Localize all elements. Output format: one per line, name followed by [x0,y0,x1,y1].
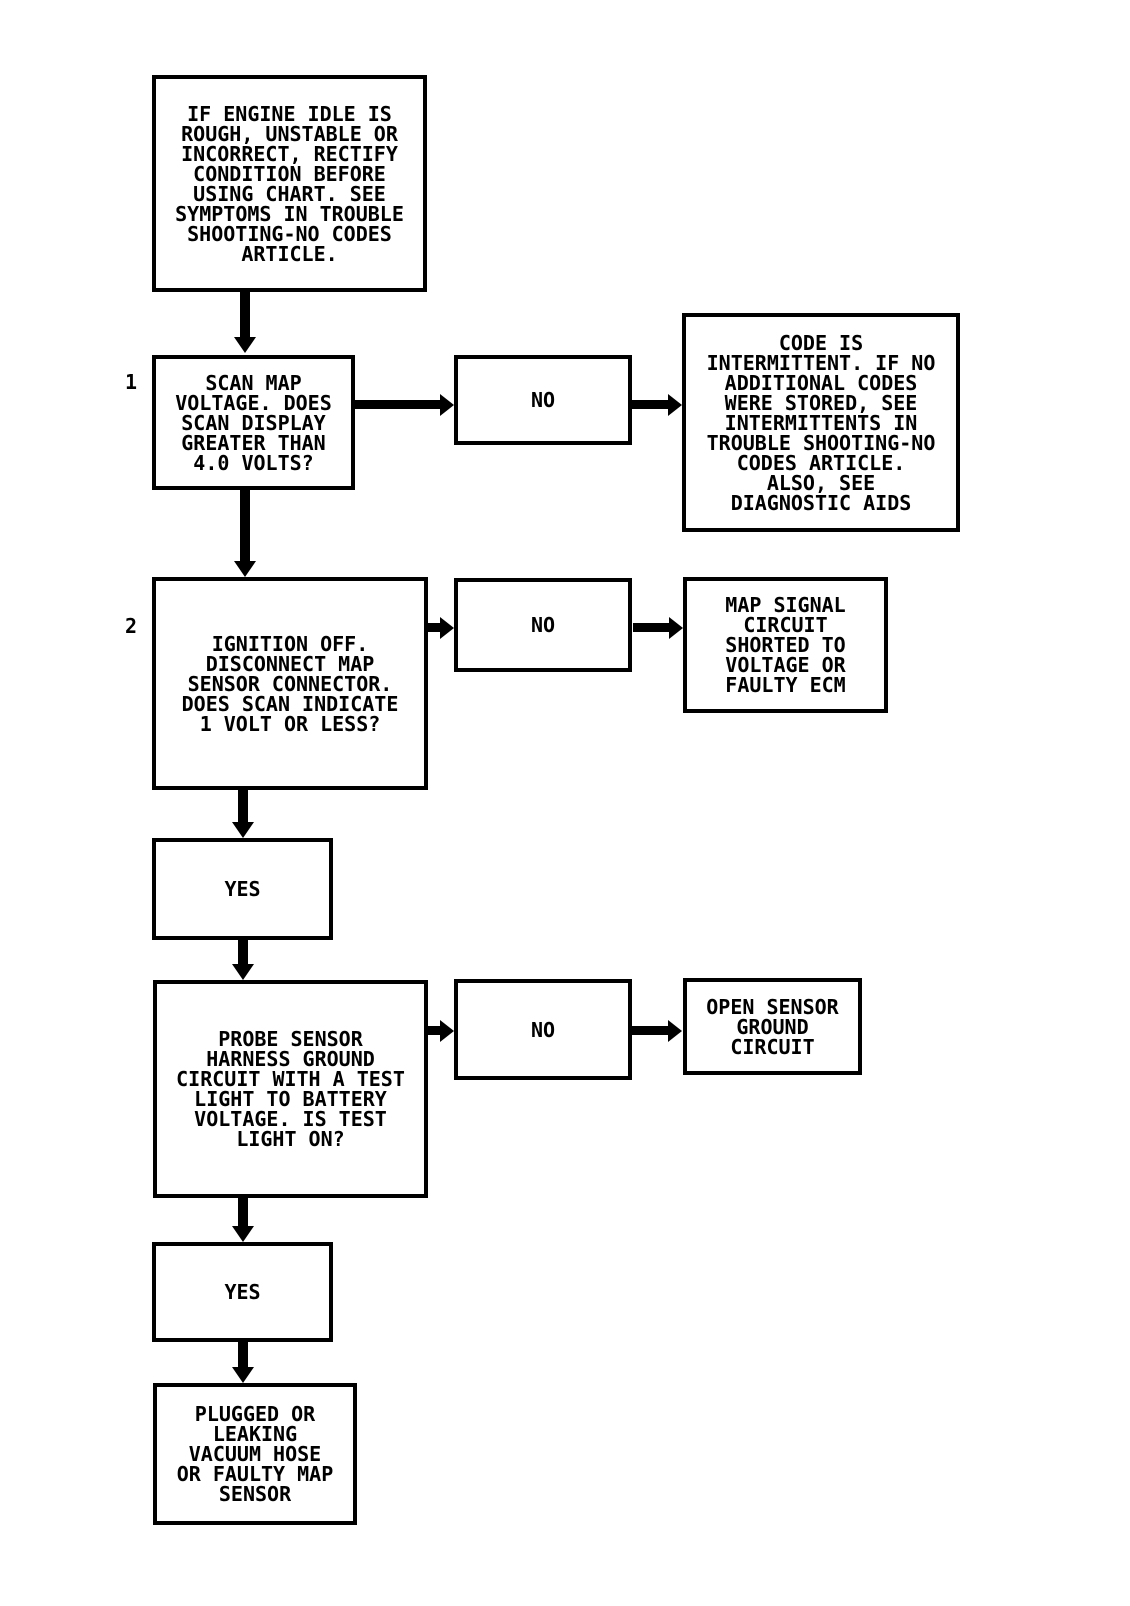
arrow-no1-to-intermittent-icon [632,400,668,409]
arrow-yes1-to-probe-icon [238,940,248,964]
arrow-step2-to-yes1-icon [238,790,248,822]
flow-box-no1-text: NO [530,388,556,412]
arrow-no3-to-open-ground-icon [632,1026,668,1035]
flow-box-map-signal-shorted: MAP SIGNAL CIRCUIT SHORTED TO VOLTAGE OR… [683,577,888,713]
flow-box-code-intermittent-text: CODE IS INTERMITTENT. IF NO ADDITIONAL C… [706,330,936,515]
flow-box-yes1-text: YES [224,877,261,901]
flow-box-step2-text: IGNITION OFF. DISCONNECT MAP SENSOR CONN… [181,631,399,736]
flow-box-no3: NO [454,979,632,1080]
flow-box-probe-ground-text: PROBE SENSOR HARNESS GROUND CIRCUIT WITH… [176,1027,405,1151]
flow-box-step2: IGNITION OFF. DISCONNECT MAP SENSOR CONN… [152,577,428,790]
flow-box-no1: NO [454,355,632,445]
flow-box-no2-text: NO [530,613,556,637]
arrow-probe-to-yes2-icon [238,1198,248,1226]
flow-box-plugged-hose: PLUGGED OR LEAKING VACUUM HOSE OR FAULTY… [153,1383,357,1525]
arrow-step1-to-no1-icon [355,400,440,409]
flow-box-plugged-hose-text: PLUGGED OR LEAKING VACUUM HOSE OR FAULTY… [176,1402,334,1506]
flow-box-step1-text: SCAN MAP VOLTAGE. DOES SCAN DISPLAY GREA… [175,370,332,475]
flow-box-map-signal-shorted-text: MAP SIGNAL CIRCUIT SHORTED TO VOLTAGE OR… [725,593,846,697]
flow-box-no2: NO [454,578,632,672]
flow-box-open-sensor-ground-text: OPEN SENSOR GROUND CIRCUIT [706,994,839,1059]
step1-number-label: 1 [124,370,138,394]
flow-box-precheck-text: IF ENGINE IDLE IS ROUGH, UNSTABLE OR INC… [175,101,404,266]
flow-box-yes2-text: YES [224,1280,261,1304]
flow-box-probe-ground: PROBE SENSOR HARNESS GROUND CIRCUIT WITH… [153,980,428,1198]
step2-number-label: 2 [124,614,138,638]
flow-box-yes2: YES [152,1242,333,1342]
arrow-step1-to-step2-icon [240,490,250,561]
arrow-yes2-to-plugged-icon [238,1342,248,1367]
flow-box-code-intermittent: CODE IS INTERMITTENT. IF NO ADDITIONAL C… [682,313,960,532]
arrow-step2-to-no2-icon [428,623,440,632]
arrow-no2-to-map-signal-icon [633,623,669,632]
arrow-precheck-to-step1-icon [240,292,250,337]
arrow-probe-to-no3-icon [428,1026,440,1035]
flow-box-precheck: IF ENGINE IDLE IS ROUGH, UNSTABLE OR INC… [152,75,427,292]
flow-box-open-sensor-ground: OPEN SENSOR GROUND CIRCUIT [683,978,862,1075]
flow-box-step1: SCAN MAP VOLTAGE. DOES SCAN DISPLAY GREA… [152,355,355,490]
flow-box-no3-text: NO [530,1017,556,1042]
flow-box-yes1: YES [152,838,333,940]
